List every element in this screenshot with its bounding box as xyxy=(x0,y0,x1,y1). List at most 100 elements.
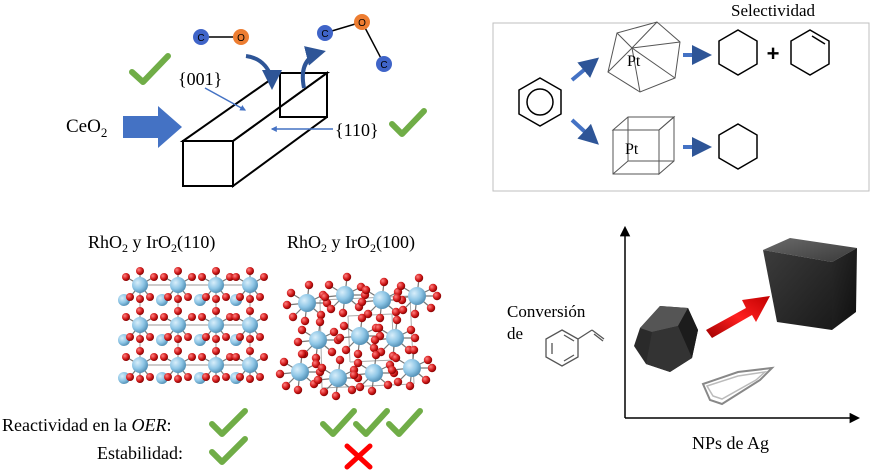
oxygen-atom xyxy=(184,373,192,381)
oxygen-atom xyxy=(286,288,296,298)
oxygen-atom xyxy=(427,363,437,373)
x-axis-label: NPs de Ag xyxy=(692,433,769,453)
oxygen-atom xyxy=(198,353,206,361)
oxygen-atom xyxy=(160,273,168,281)
oxygen-atom xyxy=(349,370,359,380)
oxygen-atom xyxy=(188,313,196,321)
oxygen-atom xyxy=(316,310,326,320)
oxygen-atom xyxy=(297,349,307,359)
oxygen-atom xyxy=(174,335,182,343)
oxygen-atom xyxy=(421,375,431,385)
oxygen-atom xyxy=(164,373,172,381)
svg-text:O: O xyxy=(237,33,245,44)
oxygen-atom xyxy=(246,335,254,343)
oxygen-atom xyxy=(136,335,144,343)
stability-label: Estabilidad: xyxy=(97,443,183,463)
check-reactivity-110-icon xyxy=(209,408,248,437)
oxygen-atom xyxy=(357,297,367,307)
arrow-to-cubo xyxy=(570,57,600,82)
oxygen-atom xyxy=(313,375,323,385)
check-110-icon xyxy=(389,108,427,137)
oxygen-atom xyxy=(304,280,314,290)
carbon-atom xyxy=(376,56,392,72)
oxygen-atom xyxy=(226,313,234,321)
metal-atom xyxy=(309,331,327,349)
metal-atom xyxy=(351,327,369,345)
oxygen-atom xyxy=(174,307,182,315)
oxygen-atom xyxy=(256,333,264,341)
styrene-molecule xyxy=(545,329,605,367)
oxygen-atom xyxy=(184,293,192,301)
oxygen-atom xyxy=(392,315,402,325)
oxygen-atom xyxy=(342,272,352,282)
oxygen-atom xyxy=(353,349,363,359)
ceo2-panel: CeO2 {001} {110} C O xyxy=(66,14,427,188)
metal-atom xyxy=(336,286,354,304)
check-001-icon xyxy=(129,53,171,85)
oxygen-atom xyxy=(293,337,303,347)
oxygen-atom xyxy=(326,304,336,314)
oxygen-atom xyxy=(212,375,220,383)
oxygen-atom xyxy=(370,335,380,345)
oxygen-atom xyxy=(260,273,268,281)
oxygen-atom xyxy=(357,313,367,323)
cyclohexane-top xyxy=(718,29,758,76)
oxygen-atom xyxy=(288,312,298,322)
metal-atom xyxy=(365,364,383,382)
oxygen-atom xyxy=(226,353,234,361)
pt-cube xyxy=(611,115,676,176)
oxygen-atom xyxy=(136,307,144,315)
ceo2-arrow xyxy=(123,106,182,148)
oxygen-atom xyxy=(371,350,381,360)
oxygen-atom xyxy=(410,333,420,343)
oxygen-atom xyxy=(160,313,168,321)
oxygen-atom xyxy=(409,345,419,355)
oxygen-atom xyxy=(432,291,442,301)
oxygen-atom xyxy=(260,313,268,321)
oxygen-atom xyxy=(391,307,401,317)
oxygen-atom xyxy=(150,353,158,361)
check-stability-110-icon xyxy=(209,436,248,465)
pt-panel-frame xyxy=(492,22,870,192)
metal-atom xyxy=(329,369,347,387)
oxygen-atom xyxy=(212,295,220,303)
pt-cuboctahedron xyxy=(607,21,681,93)
metal-atom xyxy=(132,357,148,373)
oxygen-atom xyxy=(300,316,310,326)
oxygen-atom xyxy=(297,325,307,335)
oxygen-atom xyxy=(202,333,210,341)
oxygen-atom xyxy=(246,267,254,275)
oxygen-atom xyxy=(398,305,408,315)
svg-text:CeO2: CeO2 xyxy=(66,116,107,140)
metal-atom xyxy=(298,294,316,312)
oxygen-atom xyxy=(222,373,230,381)
oxygen-atom xyxy=(232,353,240,361)
oxygen-atom xyxy=(383,380,393,390)
growth-arrow xyxy=(706,296,770,338)
oxygen-atom xyxy=(279,357,289,367)
oxygen-atom xyxy=(354,14,370,30)
oxygen-atom xyxy=(375,313,385,323)
oxygen-atom xyxy=(184,333,192,341)
oxygen-atom xyxy=(281,381,291,391)
pt-label-top: Pt xyxy=(627,53,641,70)
oxygen-atom xyxy=(126,333,134,341)
metal-atom xyxy=(170,317,186,333)
metal-atom xyxy=(242,277,258,293)
cyclohexene-molecule xyxy=(790,29,830,76)
oxygen-atom xyxy=(311,359,321,369)
oxygen-atom xyxy=(327,347,337,357)
oxygen-atom xyxy=(331,391,341,401)
oxygen-atom xyxy=(222,293,230,301)
conversion-label-line1: Conversión xyxy=(507,302,586,321)
oxygen-atom xyxy=(387,365,397,375)
oxygen-atom xyxy=(202,293,210,301)
oxygen-atom xyxy=(150,273,158,281)
oxygen-atom xyxy=(282,300,292,310)
metal-atom xyxy=(132,277,148,293)
oxygen-atom xyxy=(367,386,377,396)
oxygen-atom xyxy=(260,353,268,361)
ceo2-subscript: 2 xyxy=(101,125,108,140)
oxygen-atom xyxy=(392,293,402,303)
ag-polyhedron xyxy=(634,306,698,372)
